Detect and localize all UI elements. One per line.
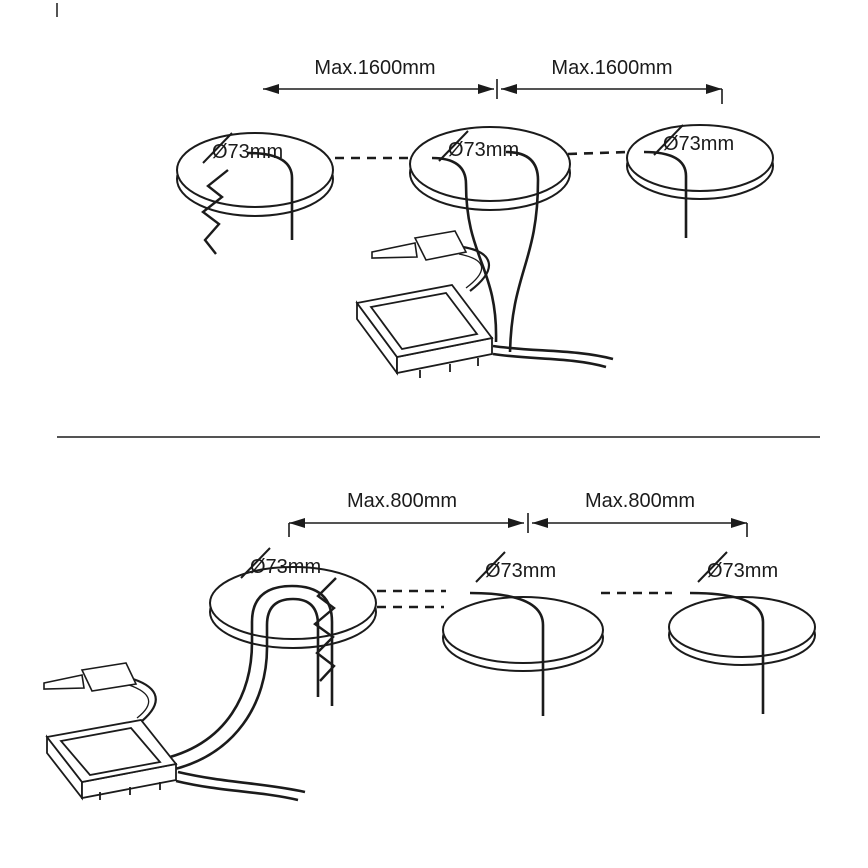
connector-cable — [458, 253, 483, 289]
driver-box — [355, 284, 494, 378]
dimension-label: Max.800mm — [347, 490, 457, 512]
arrowhead-left-icon — [532, 518, 548, 528]
wire-driver-output-1 — [177, 770, 306, 794]
hole-disc-3 — [626, 124, 774, 200]
hole-disc-2 — [409, 126, 571, 211]
dimension-line-right: Max.1600mm — [496, 57, 723, 104]
bottom-diagram: Max.800mm Max.800mm — [43, 490, 816, 802]
diameter-slash-icon — [240, 547, 271, 579]
connector-body — [413, 230, 468, 261]
disc-top — [668, 596, 816, 658]
disc-top — [626, 124, 774, 192]
zigzag-break-icon — [313, 577, 337, 682]
arrowhead-left-icon — [501, 84, 517, 94]
wire-dashed-disc2-disc3 — [567, 150, 629, 156]
hole-label-2: Ø73mm — [485, 560, 556, 582]
connector-cable — [132, 677, 157, 722]
wire-driver-output-1 — [492, 344, 614, 361]
dimension-label: Max.1600mm — [314, 57, 435, 79]
connector-cable — [462, 245, 490, 292]
dimension-label: Max.800mm — [585, 490, 695, 512]
hole-label-2: Ø73mm — [448, 139, 519, 161]
connector-body — [80, 662, 138, 692]
dimension-line-right: Max.800mm — [527, 490, 748, 537]
diameter-slash-icon — [438, 130, 469, 162]
disc-top — [409, 126, 571, 202]
wire-disc3-drop — [689, 591, 765, 714]
wire-disc2-to-driver-2 — [505, 150, 540, 353]
hole-label-3: Ø73mm — [663, 133, 734, 155]
wire-driver-output-2 — [492, 352, 607, 369]
dimension-line-left: Max.800mm — [288, 490, 524, 537]
wire-loop-inner — [161, 597, 320, 774]
wire-disc3-drop — [643, 150, 688, 238]
connector-cable — [128, 684, 150, 719]
bottom-wiring — [157, 584, 765, 802]
wire-disc2-drop — [469, 591, 545, 716]
arrowhead-left-icon — [263, 84, 279, 94]
cable-connector — [43, 662, 157, 722]
connector-nozzle — [371, 242, 418, 259]
wire-driver-output-2 — [175, 779, 299, 802]
wire-disc1-drop — [247, 151, 294, 240]
zigzag-break-icon — [201, 169, 229, 255]
hole-disc-1 — [209, 566, 377, 649]
hole-label-3: Ø73mm — [707, 560, 778, 582]
dimension-label: Max.1600mm — [551, 57, 672, 79]
diameter-slash-icon — [475, 551, 506, 583]
cable-connector — [371, 230, 490, 292]
diameter-slash-icon — [202, 132, 233, 164]
driver-box — [45, 719, 178, 801]
top-wiring — [247, 150, 688, 369]
hole-labels-top: Ø73mm Ø73mm Ø73mm — [202, 124, 734, 164]
hole-label-1: Ø73mm — [250, 556, 321, 578]
hole-disc-1 — [176, 132, 334, 217]
hole-labels-bottom: Ø73mm Ø73mm Ø73mm — [240, 547, 778, 583]
driver-box-top-face — [45, 719, 178, 783]
arrowhead-right-icon — [706, 84, 722, 94]
wire-disc2-to-driver-1 — [431, 156, 498, 343]
driver-box-label-panel — [369, 292, 479, 350]
arrowhead-left-icon — [289, 518, 305, 528]
arrowhead-right-icon — [478, 84, 494, 94]
arrowhead-right-icon — [508, 518, 524, 528]
dimension-line-left: Max.1600mm — [263, 57, 494, 94]
diameter-slash-icon — [653, 124, 684, 156]
driver-box-label-panel — [59, 727, 162, 776]
hole-label-1: Ø73mm — [212, 141, 283, 163]
connector-nozzle — [43, 674, 85, 690]
top-diagram: Max.1600mm Max.1600mm — [176, 57, 774, 378]
disc-top — [176, 132, 334, 208]
arrowhead-right-icon — [731, 518, 747, 528]
diameter-slash-icon — [697, 551, 728, 583]
hole-disc-2 — [442, 596, 604, 672]
hole-disc-3 — [668, 596, 816, 666]
disc-top — [442, 596, 604, 664]
